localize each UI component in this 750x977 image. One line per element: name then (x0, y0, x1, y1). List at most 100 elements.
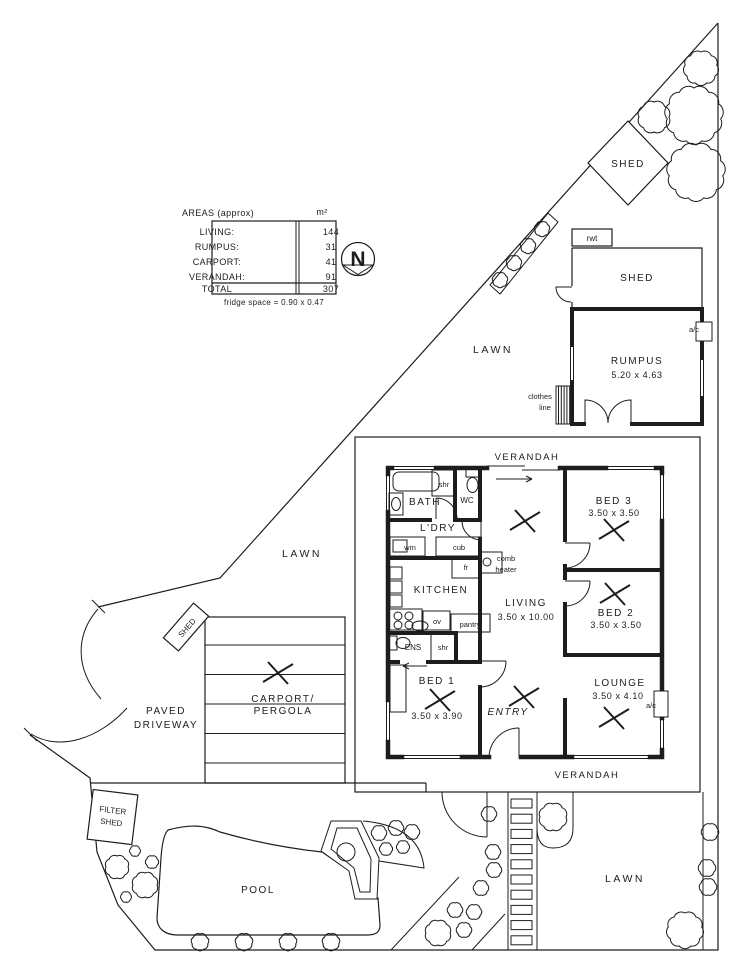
stepping-stone (510, 828, 533, 839)
shrub-icon (480, 806, 498, 822)
filter-shed: FILTER SHED (86, 788, 139, 846)
shower-bath (431, 469, 457, 497)
area-row-value: 41 (326, 257, 337, 267)
kitchen-label: KITCHEN (414, 585, 468, 596)
stepping-stone (510, 813, 533, 824)
slide-arrow-icon (496, 475, 533, 483)
shrub-icon (698, 878, 718, 896)
door-arcs (435, 497, 591, 838)
carport-label: CARPORT/ (251, 694, 315, 705)
stepping-stone (510, 844, 533, 855)
cooktop-burner (393, 620, 403, 630)
shrub-icon (378, 842, 394, 856)
shrub-icon (533, 221, 551, 238)
area-row-label: CARPORT: (193, 257, 242, 267)
shrub-icon (190, 933, 210, 952)
areas-unit: m² (316, 207, 327, 217)
shrub-icon (700, 823, 720, 841)
shrub-icon (144, 855, 160, 869)
entry-door (488, 727, 520, 758)
kitchen-tower (389, 580, 403, 594)
stepping-path (390, 791, 704, 951)
rumpus-windows (570, 345, 704, 398)
bed3-door (564, 542, 591, 569)
stepping-stone (510, 859, 533, 870)
tree-icon (424, 919, 452, 947)
tree-icon (637, 100, 671, 134)
trees (104, 50, 726, 950)
pantry-unit (450, 613, 491, 633)
outbuilding: SHED RUMPUS 5.20 x 4.63 a/c clothes line (528, 247, 713, 426)
bath-door (435, 497, 458, 520)
shrub-icon (472, 880, 490, 896)
wc-label: WC (460, 496, 474, 505)
tree-icon (664, 85, 724, 145)
fan-icon (424, 688, 456, 712)
verandah-outline (354, 436, 701, 793)
bed2-dims: 3.50 x 3.50 (590, 620, 641, 630)
sliding-door-living (487, 465, 560, 483)
kitchen-tower (389, 594, 403, 608)
house-windows (386, 466, 664, 759)
cooktop-burner (393, 611, 403, 621)
oven (422, 610, 451, 631)
comb-heater-label: comb (497, 554, 515, 563)
tree-icon (666, 142, 726, 202)
rwt-label: rwt (587, 234, 598, 243)
shrub-icon (403, 824, 421, 840)
ac-label: a/c (689, 325, 699, 334)
garden-strip (489, 212, 559, 295)
shrub-icon (455, 922, 473, 938)
comb-heater-label: heater (495, 565, 517, 574)
shed-door-arc (555, 286, 572, 303)
bed1-door (479, 660, 507, 688)
garden-bed-path (536, 791, 574, 849)
living-dims: 3.50 x 10.00 (498, 612, 555, 622)
living-label: LIVING (505, 598, 547, 609)
kitchen-tower (389, 566, 403, 580)
stepping-stone (510, 935, 533, 946)
verandah-label-top: VERANDAH (495, 452, 560, 463)
ac-lounge-label: a/c (646, 701, 656, 710)
areas-total-value: 307 (323, 284, 339, 294)
tree-icon (104, 854, 130, 880)
driveway-label: DRIVEWAY (134, 720, 198, 731)
area-row-label: RUMPUS: (195, 242, 239, 252)
garden-bed-diagonals (390, 876, 506, 951)
shrub-icon (446, 902, 464, 918)
areas-divider (295, 221, 300, 294)
driveway-label: PAVED (146, 706, 186, 717)
comb-heater-unit (478, 551, 503, 574)
tree-icon (131, 871, 159, 899)
pool-fence (90, 782, 427, 792)
rumpus-double-door (584, 399, 632, 424)
ens-cistern (388, 635, 398, 651)
cooktop (388, 608, 423, 631)
area-row-value: 91 (326, 272, 337, 282)
clothes-line: clothes line (528, 385, 574, 425)
tree-icon (538, 802, 568, 832)
carport: CARPORT/ PERGOLA (204, 616, 346, 784)
ens-basin (411, 620, 429, 632)
shed-label: SHED (611, 159, 645, 170)
lawn-label-left: LAWN (282, 548, 322, 560)
bathtub (392, 471, 440, 492)
filter-shed-label: FILTER (99, 804, 127, 816)
lounge-dims: 3.50 x 4.10 (592, 691, 643, 701)
areas-box (211, 220, 337, 295)
fan-icon (508, 685, 540, 709)
fr-label: fr (464, 563, 469, 572)
ac-unit (695, 321, 713, 342)
pool-label: POOL (241, 885, 275, 896)
shower-ens (430, 632, 457, 663)
garden-bed-spa (362, 820, 425, 869)
area-row-value: 144 (323, 227, 339, 237)
pool-yard: POOL FILTER SHED (86, 782, 427, 936)
washing-machine (389, 536, 426, 557)
bed1-robe (389, 664, 407, 713)
cooktop-burner (404, 620, 414, 630)
verandah-label-bottom: VERANDAH (555, 770, 620, 781)
north-label: N (350, 248, 365, 271)
ac-unit-lounge (653, 690, 669, 718)
stepping-stone (510, 920, 533, 931)
